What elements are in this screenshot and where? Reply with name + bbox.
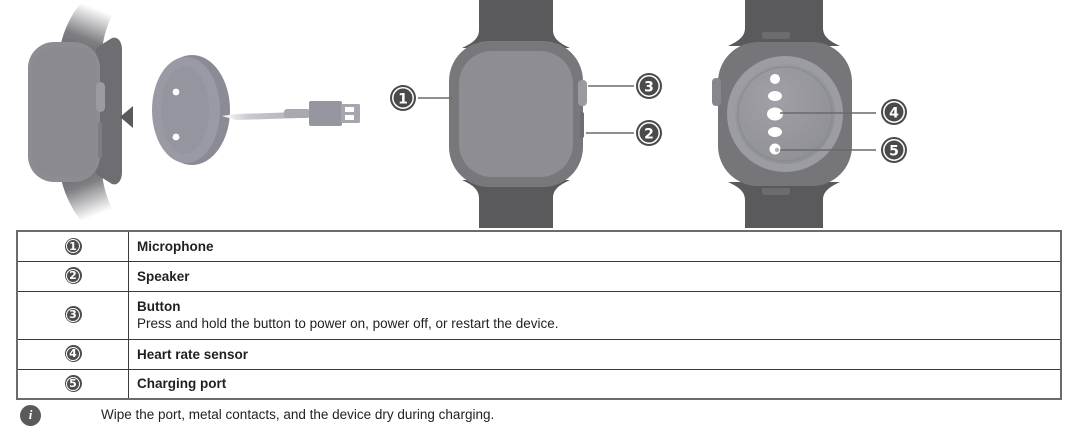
watch-side-speaker-slot <box>98 122 102 158</box>
table-row-number-cell: 2 <box>16 260 129 292</box>
table-row: 4 Heart rate sensor <box>16 338 1062 370</box>
circled-number-1: 1 <box>64 237 82 255</box>
circled-number-5: 5 <box>64 375 82 393</box>
table-row-number-cell: 1 <box>16 230 129 262</box>
sensor-inner-ring <box>737 66 833 162</box>
usb-connector-body <box>309 101 342 126</box>
callout-badge-1: 1 <box>390 85 416 111</box>
table-row: 5 Charging port <box>16 368 1062 400</box>
callout-badge-3: 3 <box>636 73 662 99</box>
watch-side-button <box>96 82 105 112</box>
back-watch-side-button <box>712 78 721 106</box>
charging-port-contact-inner <box>774 147 780 153</box>
device-illustration-panel: 1 3 2 <box>28 0 907 228</box>
part-label: Microphone <box>137 238 214 254</box>
charging-puck-inner-ring <box>161 66 209 154</box>
table-row-description-cell: Charging port <box>128 368 1062 400</box>
table-row-description-cell: Heart rate sensor <box>128 338 1062 370</box>
svg-text:2: 2 <box>644 127 654 143</box>
callout-badge-4: 4 <box>881 99 907 125</box>
usb-cable-lead <box>284 109 310 118</box>
watch-front-illustration: 1 3 2 <box>390 0 662 228</box>
front-side-button <box>578 80 587 106</box>
info-note-text: Wipe the port, metal contacts, and the d… <box>101 407 495 422</box>
part-label: Speaker <box>137 268 190 284</box>
svg-text:3: 3 <box>644 80 654 96</box>
sensor-led-lower <box>768 127 782 137</box>
watch-side-face-inner <box>33 47 97 177</box>
svg-text:4: 4 <box>889 106 899 122</box>
front-watch-screen <box>459 51 573 177</box>
front-speaker-slot <box>580 112 584 138</box>
back-strap-keeper-upper <box>762 32 790 39</box>
part-label: Charging port <box>137 376 227 392</box>
watch-side-body <box>96 37 122 185</box>
part-description: Press and hold the button to power on, p… <box>137 315 559 331</box>
usb-connector-pin-lower <box>345 115 354 120</box>
table-row: 3 Button Press and hold the button to po… <box>16 290 1062 340</box>
info-icon: i <box>20 404 41 426</box>
back-strap-keeper-lower <box>762 188 790 195</box>
info-note: i Wipe the port, metal contacts, and the… <box>16 400 1062 430</box>
usb-connector-tip <box>341 104 360 123</box>
table-row-number-cell: 5 <box>16 368 129 400</box>
charging-cable-left <box>222 112 300 120</box>
sensor-mid-ring <box>735 64 835 164</box>
table-row: 2 Speaker <box>16 260 1062 292</box>
device-parts-table: 1 Microphone 2 Speaker 3 Button Press an… <box>16 230 1062 400</box>
watch-back-illustration: 4 5 <box>712 0 907 228</box>
usb-connector-pin-upper <box>345 107 354 112</box>
sensor-contact-top <box>770 74 780 84</box>
part-label: Button <box>137 298 181 314</box>
direction-arrow-icon <box>120 106 133 128</box>
table-row: 1 Microphone <box>16 230 1062 262</box>
heart-rate-sensor-center <box>767 107 783 121</box>
part-label: Heart rate sensor <box>137 346 249 362</box>
circled-number-2: 2 <box>64 267 82 285</box>
table-row-number-cell: 3 <box>16 290 129 340</box>
table-row-description-cell: Button Press and hold the button to powe… <box>128 290 1062 340</box>
callout-badge-2: 2 <box>636 120 662 146</box>
table-row-number-cell: 4 <box>16 338 129 370</box>
circled-number-4: 4 <box>64 345 82 363</box>
svg-text:1: 1 <box>398 92 408 108</box>
sensor-led-upper <box>768 91 782 101</box>
table-row-description-cell: Microphone <box>128 230 1062 262</box>
circled-number-3: 3 <box>64 306 82 324</box>
charging-illustration <box>28 2 360 222</box>
table-row-description-cell: Speaker <box>128 260 1062 292</box>
callout-badge-5: 5 <box>881 137 907 163</box>
puck-contact-bottom <box>172 133 180 141</box>
puck-contact-top <box>172 88 180 96</box>
svg-text:5: 5 <box>889 144 899 160</box>
